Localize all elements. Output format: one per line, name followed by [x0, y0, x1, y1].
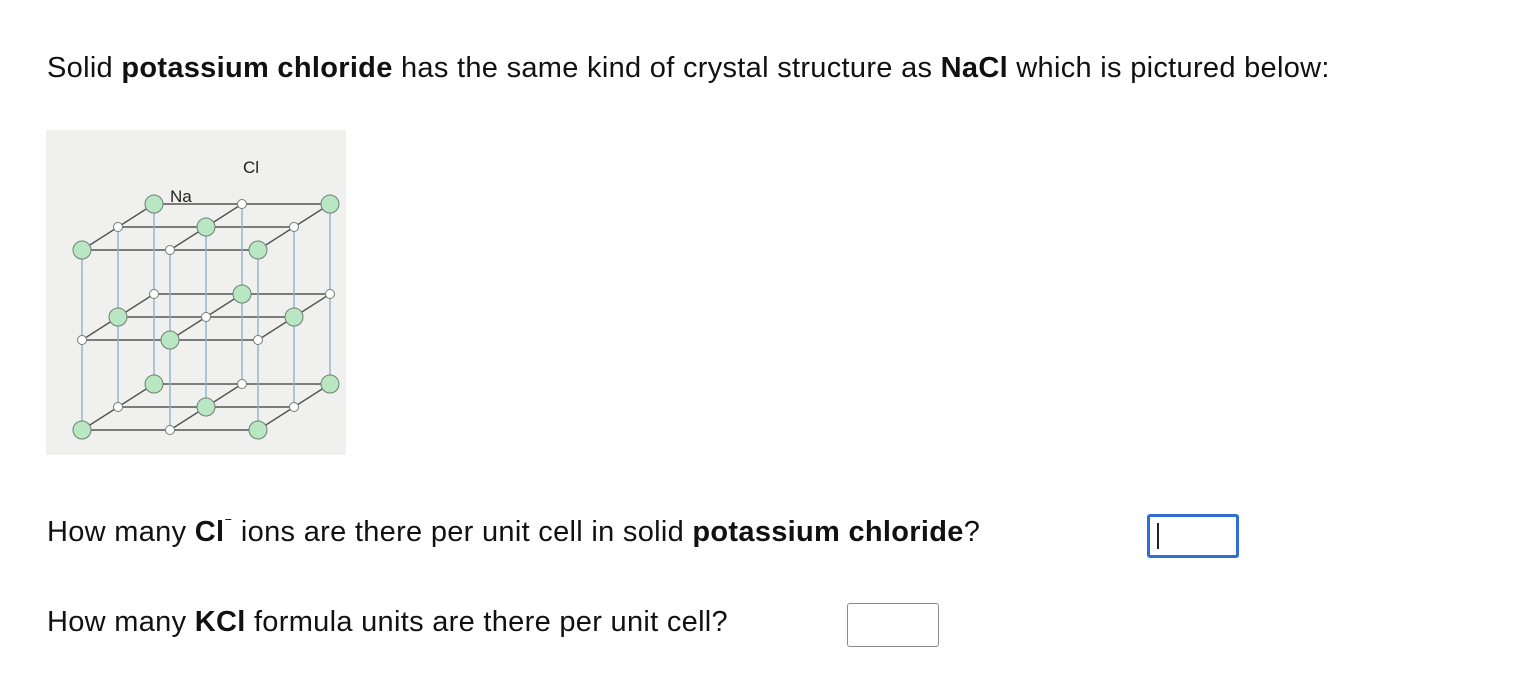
chloride-ions-answer-input[interactable] — [1147, 514, 1239, 558]
chloride-ion — [320, 194, 340, 214]
sodium-ion — [289, 222, 299, 232]
question-chloride-ions: How many Cl⁻ ions are there per unit cel… — [47, 514, 981, 549]
intro-text: Solid potassium chloride has the same ki… — [47, 52, 1330, 85]
intro-bold-nacl: NaCl — [940, 52, 1008, 84]
chloride-ion — [144, 374, 164, 394]
q2-part1: How many — [47, 606, 195, 638]
chloride-ion — [196, 217, 216, 237]
sodium-ion — [237, 199, 247, 209]
cl-label: Cl — [243, 158, 259, 177]
formula-units-answer-input[interactable] — [847, 603, 939, 647]
intro-part1: Solid — [47, 52, 122, 84]
q1-part2: ions are there per unit cell in solid — [232, 516, 693, 548]
intro-bold-compound: potassium chloride — [121, 52, 393, 84]
q1-charge: ⁻ — [224, 514, 233, 531]
sodium-ion — [149, 289, 159, 299]
q1-bold-compound: potassium chloride — [692, 516, 964, 548]
q2-bold-kcl: KCl — [194, 606, 246, 638]
sodium-ion — [237, 379, 247, 389]
sodium-ion — [253, 335, 263, 345]
na-label: Na — [170, 187, 192, 206]
chloride-ion — [232, 284, 252, 304]
sodium-ion — [289, 402, 299, 412]
intro-part3: which is pictured below: — [1007, 52, 1330, 84]
chloride-ion — [248, 420, 268, 440]
chloride-ion — [72, 420, 92, 440]
sodium-ion — [113, 402, 123, 412]
sodium-ion — [113, 222, 123, 232]
nacl-lattice-diagram: Na Cl — [72, 158, 340, 440]
chloride-ion — [284, 307, 304, 327]
chloride-ion — [72, 240, 92, 260]
q2-part2: formula units are there per unit cell? — [245, 606, 728, 638]
sodium-ion — [325, 289, 335, 299]
sodium-ion — [165, 425, 175, 435]
text-caret — [1157, 523, 1159, 549]
intro-part2: has the same kind of crystal structure a… — [392, 52, 941, 84]
chloride-ion — [108, 307, 128, 327]
q1-part1: How many — [47, 516, 195, 548]
chloride-ion — [160, 330, 180, 350]
crystal-structure-image: Na Cl — [46, 130, 346, 455]
sodium-ion — [77, 335, 87, 345]
question-formula-units: How many KCl formula units are there per… — [47, 606, 728, 639]
q1-bold-cl: Cl — [194, 516, 225, 548]
sodium-ion — [165, 245, 175, 255]
chloride-ion — [320, 374, 340, 394]
chloride-ion — [196, 397, 216, 417]
q1-part3: ? — [963, 516, 981, 548]
chloride-ion — [144, 194, 164, 214]
sodium-ion — [201, 312, 211, 322]
chloride-ion — [248, 240, 268, 260]
